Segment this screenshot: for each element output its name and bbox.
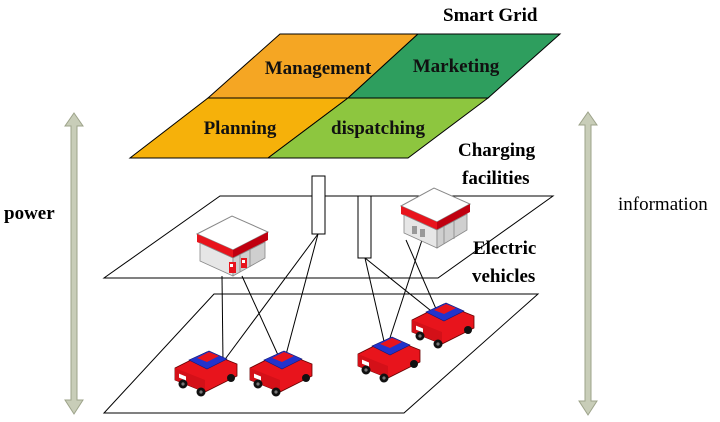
power-label: power: [4, 203, 55, 224]
grid-link-pillar-right: [357, 195, 372, 259]
tile-planning-label: Planning: [204, 118, 277, 139]
electric-vehicle-1: [174, 350, 238, 397]
electric-vehicles-label-2: vehicles: [472, 266, 535, 287]
power-arrow: [64, 112, 84, 415]
tile-management-label: Management: [265, 58, 372, 79]
tile-marketing-label: Marketing: [413, 56, 500, 77]
smart-grid-layer: Management Marketing Planning dispatchin…: [128, 33, 562, 159]
connection-lines: [221, 233, 441, 367]
charging-station-right: [399, 187, 472, 249]
electric-vehicle-2: [249, 350, 313, 397]
vehicles-plane: [102, 293, 540, 414]
charging-facilities-label-2: facilities: [462, 168, 530, 189]
grid-link-pillar-left: [311, 175, 326, 235]
electric-vehicle-3: [357, 336, 421, 383]
information-arrow: [578, 111, 598, 416]
tile-dispatching: [266, 97, 490, 159]
charging-station-left: [195, 215, 270, 277]
information-label: information: [618, 194, 708, 215]
charging-facilities-label-1: Charging: [458, 140, 536, 161]
electric-vehicle-4: [411, 302, 475, 349]
diagram-title: Smart Grid: [443, 5, 538, 26]
electric-vehicles-label-1: Electric: [473, 238, 536, 259]
tile-dispatching-label: dispatching: [331, 118, 425, 139]
